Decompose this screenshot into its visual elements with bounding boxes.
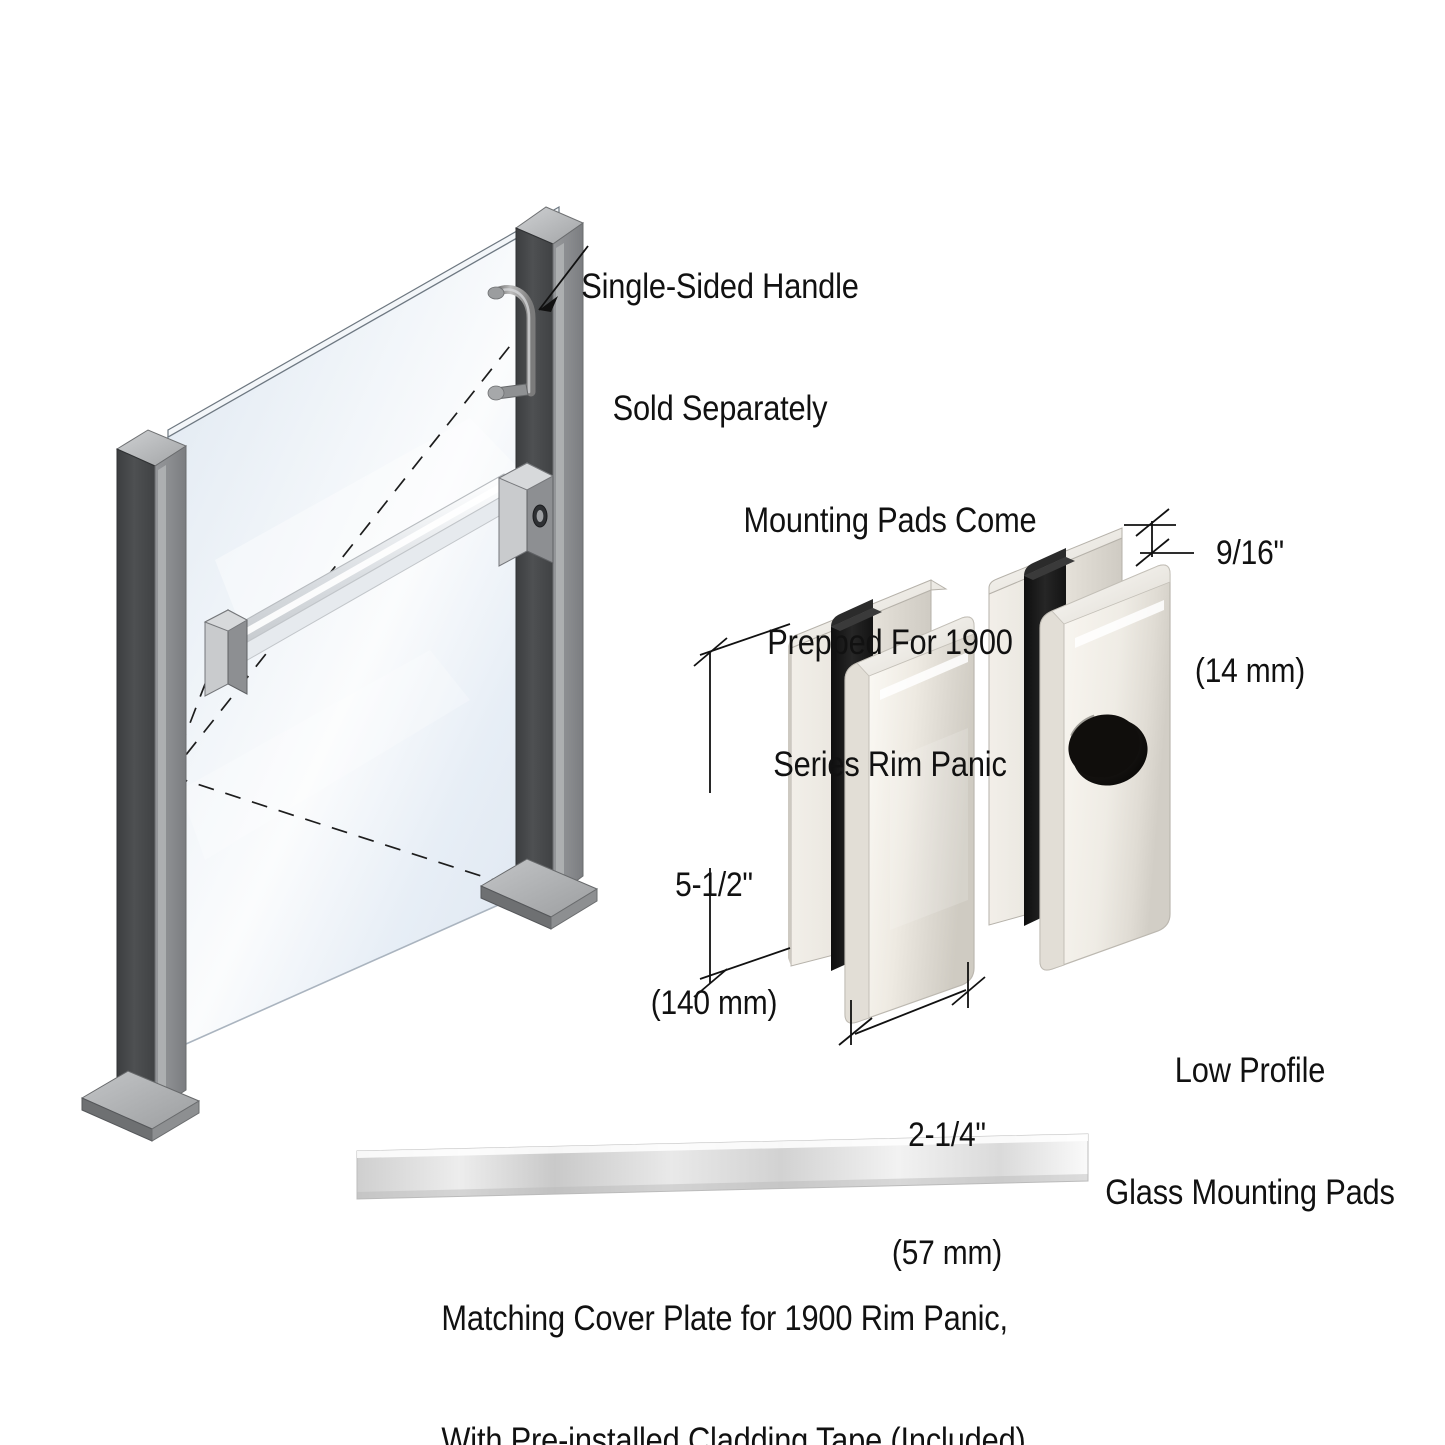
- dimension-height-label: 5-1/2" (140 mm): [604, 787, 824, 1103]
- height-metric: (140 mm): [650, 984, 778, 1023]
- prep-note-line1: Mounting Pads Come: [743, 501, 1037, 541]
- handle-note-line1: Single-Sided Handle: [581, 267, 859, 307]
- mounting-pads-detail: [788, 527, 1171, 1024]
- pull-handle: [487, 285, 536, 401]
- dimension-thickness-label: 9/16" (14 mm): [1136, 455, 1365, 771]
- handle-leader: [538, 245, 589, 312]
- right-post: [479, 206, 599, 930]
- pads-label-line1: Low Profile: [1174, 1051, 1326, 1091]
- pads-label-line2: Glass Mounting Pads: [1105, 1172, 1395, 1212]
- cover-plate-strip: [356, 1133, 1089, 1200]
- lock-cylinder-hole: [532, 504, 548, 528]
- glass-panel: [167, 205, 560, 1054]
- dimension-height: [693, 623, 791, 998]
- prep-note-line2: Prepped For 1900: [767, 622, 1013, 662]
- dimension-width: [838, 962, 986, 1046]
- handle-note-line2: Sold Separately: [612, 388, 828, 428]
- dimension-width-label: 2-1/4" (57 mm): [837, 1037, 1057, 1353]
- thickness-imperial: 9/16": [1216, 533, 1284, 572]
- cover-plate-caption-line1: Matching Cover Plate for 1900 Rim Panic,: [441, 1299, 1008, 1339]
- width-metric: (57 mm): [891, 1234, 1003, 1273]
- cover-plate-caption: Matching Cover Plate for 1900 Rim Panic,…: [441, 1218, 1026, 1445]
- height-imperial: 5-1/2": [675, 865, 753, 904]
- handle-note: Single-Sided Handle Sold Separately: [518, 186, 923, 511]
- right-mounting-pad: [497, 462, 555, 567]
- mounting-pad-left: [788, 579, 975, 1024]
- thumb-turn: [487, 383, 529, 401]
- cover-plate-caption-line2: With Pre-installed Cladding Tape (Includ…: [441, 1420, 1026, 1445]
- panic-push-bar: [227, 473, 514, 667]
- prep-note-line3: Series Rim Panic: [773, 744, 1007, 784]
- mounting-pad-right: [988, 527, 1171, 971]
- thickness-metric: (14 mm): [1194, 652, 1306, 691]
- glass-door-assembly: [80, 205, 599, 1142]
- left-post: [80, 429, 201, 1142]
- pads-label: Low Profile Glass Mounting Pads: [1048, 970, 1445, 1295]
- left-mounting-pad: [203, 609, 249, 697]
- width-imperial: 2-1/4": [908, 1115, 986, 1154]
- cylinder-hole: [1068, 714, 1148, 786]
- prep-note: Mounting Pads Come Prepped For 1900 Seri…: [688, 420, 1093, 867]
- dimension-thickness: [1124, 508, 1194, 567]
